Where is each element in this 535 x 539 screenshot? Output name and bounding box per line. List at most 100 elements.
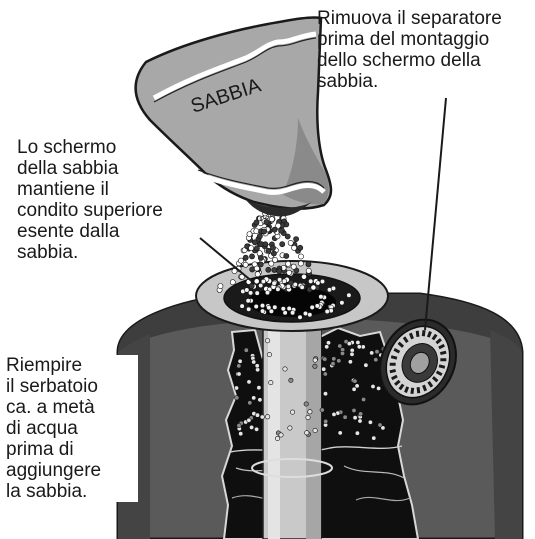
sand-grain (258, 398, 262, 402)
sand-grain (269, 217, 274, 222)
sand-grain (311, 285, 316, 290)
sand-grain (310, 305, 315, 310)
sand-grain (306, 268, 311, 273)
sand-grain (247, 418, 251, 422)
sand-grain (255, 291, 260, 296)
sand-grain (276, 223, 281, 228)
sand-grain (249, 246, 254, 251)
sand-grain (308, 313, 313, 318)
sand-grain (262, 229, 267, 234)
sand-grain (237, 364, 241, 368)
sand-grain (260, 415, 264, 419)
sand-grain (246, 307, 251, 312)
sand-grain (263, 242, 268, 247)
sand-grain (323, 392, 327, 396)
center-pipe (252, 320, 332, 539)
sand-grain (325, 309, 330, 314)
sand-grain (316, 281, 321, 286)
sand-grain (277, 278, 282, 283)
sand-grain (277, 269, 282, 274)
sand-grain (260, 303, 265, 308)
sand-grain (300, 285, 305, 290)
sand-grain (258, 283, 263, 288)
sand-grain (319, 294, 324, 299)
sand-grain (304, 402, 308, 406)
sand-grain (288, 426, 292, 430)
sand-grain (322, 367, 326, 371)
sand-grain (313, 364, 317, 368)
sand-grain (272, 267, 277, 272)
sand-grain (239, 432, 243, 436)
sand-grain (257, 386, 261, 390)
sand-grain (298, 261, 303, 266)
sand-grain (340, 351, 344, 355)
sand-grain (287, 306, 292, 311)
sand-grain (279, 433, 283, 437)
sand-grain (323, 357, 327, 361)
sand-grain (375, 350, 379, 354)
sand-grain (254, 220, 259, 225)
sand-grain (237, 372, 241, 376)
fill-tank-caption: Riempire il serbatoio ca. a metà di acqu… (6, 355, 138, 502)
sand-grain (286, 284, 291, 289)
sand-grain (337, 359, 341, 363)
sand-grain (305, 431, 309, 435)
sand-grain (276, 287, 281, 292)
sand-grain (230, 280, 235, 285)
sand-grain (257, 234, 262, 239)
sand-grain (323, 372, 327, 376)
sand-grain (250, 267, 255, 272)
sand-grain (281, 307, 286, 312)
sand-grain (350, 352, 354, 356)
sand-grain (361, 397, 365, 401)
sand-grain (298, 315, 303, 320)
sand-grain (287, 270, 292, 275)
sand-grain (331, 286, 336, 291)
sand-grain (244, 348, 248, 352)
sand-grain (265, 339, 269, 343)
sand-grain (258, 255, 263, 260)
sand-grain (306, 262, 311, 267)
sand-grain (261, 279, 266, 284)
sand-grain (325, 345, 329, 349)
sand-grain (358, 419, 362, 423)
sand-grain (301, 274, 306, 279)
sand-grain (356, 340, 360, 344)
sand-grain (269, 309, 274, 314)
sand-grain (273, 305, 278, 310)
sand-grain (254, 279, 259, 284)
sand-grain (368, 420, 372, 424)
sand-grain (355, 384, 359, 388)
sand-grain (352, 408, 356, 412)
sand-grain (243, 255, 248, 260)
sand-grain (324, 419, 328, 423)
sand-grain (308, 279, 313, 284)
sand-grain (269, 261, 274, 266)
sand-grain (292, 245, 297, 250)
sand-grain (249, 254, 254, 259)
sand-grain (248, 401, 252, 405)
sand-grain (358, 412, 362, 416)
sand-grain (374, 358, 378, 362)
separator-slot (390, 363, 396, 366)
sand-grain (267, 352, 271, 356)
sand-grain (340, 301, 345, 306)
sand-grain (252, 396, 256, 400)
sand-grain (246, 298, 251, 303)
sand-grain (332, 357, 336, 361)
sand-grain (298, 254, 303, 259)
separator-caption: Rimuova il separatore prima del montaggi… (317, 8, 532, 92)
sand-grain (258, 262, 263, 267)
sand-grain (338, 431, 342, 435)
sand-grain (280, 242, 285, 247)
sand-grain (255, 413, 259, 417)
sand-grain (238, 258, 243, 263)
sand-grain (290, 311, 295, 316)
sand-grain (254, 304, 259, 309)
sand-grain (338, 344, 342, 348)
sand-grain (257, 251, 262, 256)
sand-grain (254, 246, 259, 251)
sand-grain (254, 427, 258, 431)
sand-grain (252, 360, 256, 364)
